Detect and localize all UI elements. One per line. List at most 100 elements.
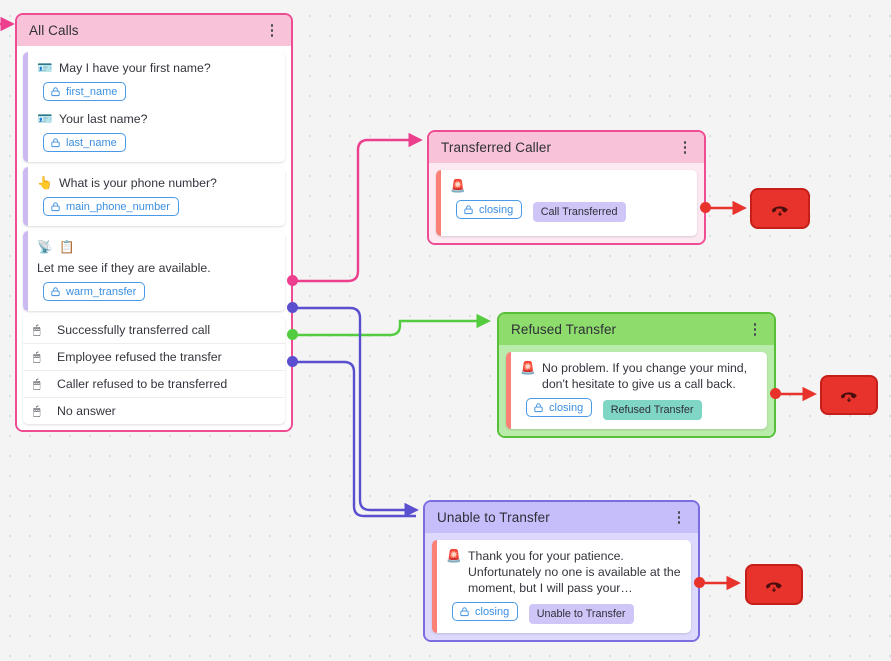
lock-icon [460,607,469,617]
port-employee-refused-the-transfer[interactable] [287,302,298,313]
id-card-icon: 🪪 [37,61,53,75]
end-call-node-3[interactable] [745,564,803,605]
chip-transferred-caller-closing-label: closing [479,203,514,216]
chip-warm-transfer[interactable]: warm_transfer [43,282,146,301]
node-transferred-caller-body: 🚨 closing Call Transferred [429,163,704,243]
option-successfully-transferred-call[interactable]: 🖱 Successfully transferred call [23,316,285,343]
outcome-options-list: 🖱 Successfully transferred call 🖱 Employ… [23,316,285,424]
prompt-last-name: 🪪 Your last name? [37,111,275,127]
lock-icon [534,403,543,413]
chip-first-name[interactable]: first_name [43,82,127,101]
end-call-node-2[interactable] [820,375,878,415]
hangup-phone-icon [766,581,782,592]
refused-transfer-utterance: No problem. If you change your mind, don… [542,361,748,391]
chip-transferred-caller-closing[interactable]: closing [456,200,523,219]
badge-unable-to-transfer: Unable to Transfer [528,604,634,624]
option-caller-refused-to-be-transferred[interactable]: 🖱 Caller refused to be transferred [23,370,285,397]
chip-first-name-label: first_name [66,85,118,98]
alarm-icon: 🚨 [450,179,466,193]
option-successfully-transferred-call-label: Successfully transferred call [57,322,211,337]
hangup-phone-icon [772,205,788,216]
end-call-node-1[interactable] [750,188,810,229]
port-no-answer[interactable] [287,356,298,367]
warm-transfer-icon-row: 📡 📋 [37,239,275,255]
node-transferred-caller-title: Transferred Caller [441,140,552,155]
lock-icon [51,87,60,97]
node-transferred-caller[interactable]: Transferred Caller 🚨 closing Call Transf… [427,130,706,245]
node-all-calls-header[interactable]: All Calls [17,15,291,46]
chip-main-phone-number[interactable]: main_phone_number [43,197,179,216]
node-unable-to-transfer-header[interactable]: Unable to Transfer [425,502,698,533]
cursor-click-icon: 🖱 [33,404,41,418]
transferred-caller-icon-row: 🚨 [450,178,687,194]
prompt-phone-number: 👆 What is your phone number? [37,175,275,191]
node-all-calls[interactable]: All Calls 🪪 May I have your first name? … [15,13,293,432]
node-unable-to-transfer[interactable]: Unable to Transfer 🚨 Thank you for your … [423,500,700,642]
prompt-phone-number-text: What is your phone number? [59,176,217,190]
node-unable-to-transfer-menu-icon[interactable] [672,509,686,527]
refused-transfer-message-row: 🚨 No problem. If you change your mind, d… [520,360,757,392]
lock-icon [464,205,473,215]
node-refused-transfer-menu-icon[interactable] [748,321,762,339]
card-refused-transfer-message[interactable]: 🚨 No problem. If you change your mind, d… [506,352,767,429]
unable-to-transfer-message-row: 🚨 Thank you for your patience. Unfortuna… [446,548,681,596]
cursor-click-icon: 🖱 [33,377,41,391]
badge-call-transferred: Call Transferred [532,202,626,222]
unable-to-transfer-utterance: Thank you for your patience. Unfortunate… [468,549,681,595]
card-unable-to-transfer-message[interactable]: 🚨 Thank you for your patience. Unfortuna… [432,540,691,633]
option-employee-refused-the-transfer-label: Employee refused the transfer [57,350,222,364]
chip-unable-to-transfer-closing[interactable]: closing [452,602,519,621]
node-all-calls-body: 🪪 May I have your first name? first_name… [17,46,291,430]
warm-transfer-text: Let me see if they are available. [37,261,211,275]
port-refused-transfer-out[interactable] [770,388,781,399]
prompt-first-name: 🪪 May I have your first name? [37,60,275,76]
option-caller-refused-to-be-transferred-label: Caller refused to be transferred [57,377,228,391]
alarm-icon: 🚨 [520,361,536,375]
node-unable-to-transfer-title: Unable to Transfer [437,510,550,525]
port-caller-refused-to-be-transferred[interactable] [287,329,298,340]
chip-main-phone-number-label: main_phone_number [66,200,170,213]
option-no-answer-label: No answer [57,404,116,418]
edge-caller-refused-refused-transfer [292,313,491,337]
option-employee-refused-the-transfer[interactable]: 🖱 Employee refused the transfer [23,343,285,370]
chip-refused-transfer-closing[interactable]: closing [526,398,593,417]
node-refused-transfer-title: Refused Transfer [511,322,617,337]
chip-last-name[interactable]: last_name [43,133,126,152]
chip-last-name-label: last_name [66,136,117,149]
node-all-calls-menu-icon[interactable] [265,22,279,40]
node-all-calls-title: All Calls [29,23,79,38]
node-refused-transfer-header[interactable]: Refused Transfer [499,314,774,345]
card-phone-collection[interactable]: 👆 What is your phone number? main_phone_… [23,167,285,226]
satellite-antenna-icon: 📡 [37,240,53,254]
option-no-answer[interactable]: 🖱 No answer [23,397,285,424]
node-transferred-caller-header[interactable]: Transferred Caller [429,132,704,163]
lock-icon [51,287,60,297]
port-transferred-caller-out[interactable] [700,202,711,213]
clipboard-icon: 📋 [59,240,75,254]
node-unable-to-transfer-body: 🚨 Thank you for your patience. Unfortuna… [425,533,698,640]
node-refused-transfer[interactable]: Refused Transfer 🚨 No problem. If you ch… [497,312,776,438]
lock-icon [51,138,60,148]
badge-refused-transfer: Refused Transfer [602,400,702,420]
chip-warm-transfer-label: warm_transfer [66,285,137,298]
chip-unable-to-transfer-closing-label: closing [475,605,510,618]
card-warm-transfer[interactable]: 📡 📋 Let me see if they are available. wa… [23,231,285,311]
card-name-collection[interactable]: 🪪 May I have your first name? first_name… [23,52,285,162]
edge-employee-refused-unable-transfer [292,306,419,518]
pointing-hand-icon: 👆 [37,176,53,190]
alarm-icon: 🚨 [446,549,462,563]
card-transferred-caller-message[interactable]: 🚨 closing Call Transferred [436,170,697,236]
node-refused-transfer-body: 🚨 No problem. If you change your mind, d… [499,345,774,436]
port-unable-to-transfer-out[interactable] [694,577,705,588]
prompt-last-name-text: Your last name? [59,112,148,126]
cursor-click-icon: 🖱 [33,322,41,337]
prompt-first-name-text: May I have your first name? [59,61,211,75]
node-transferred-caller-menu-icon[interactable] [678,139,692,157]
lock-icon [51,202,60,212]
cursor-click-icon: 🖱 [33,350,41,364]
edge-success-transferred-caller [292,132,423,283]
id-card-icon: 🪪 [37,112,53,126]
edge-no-answer-unable-transfer [292,360,416,518]
port-successfully-transferred-call[interactable] [287,275,298,286]
